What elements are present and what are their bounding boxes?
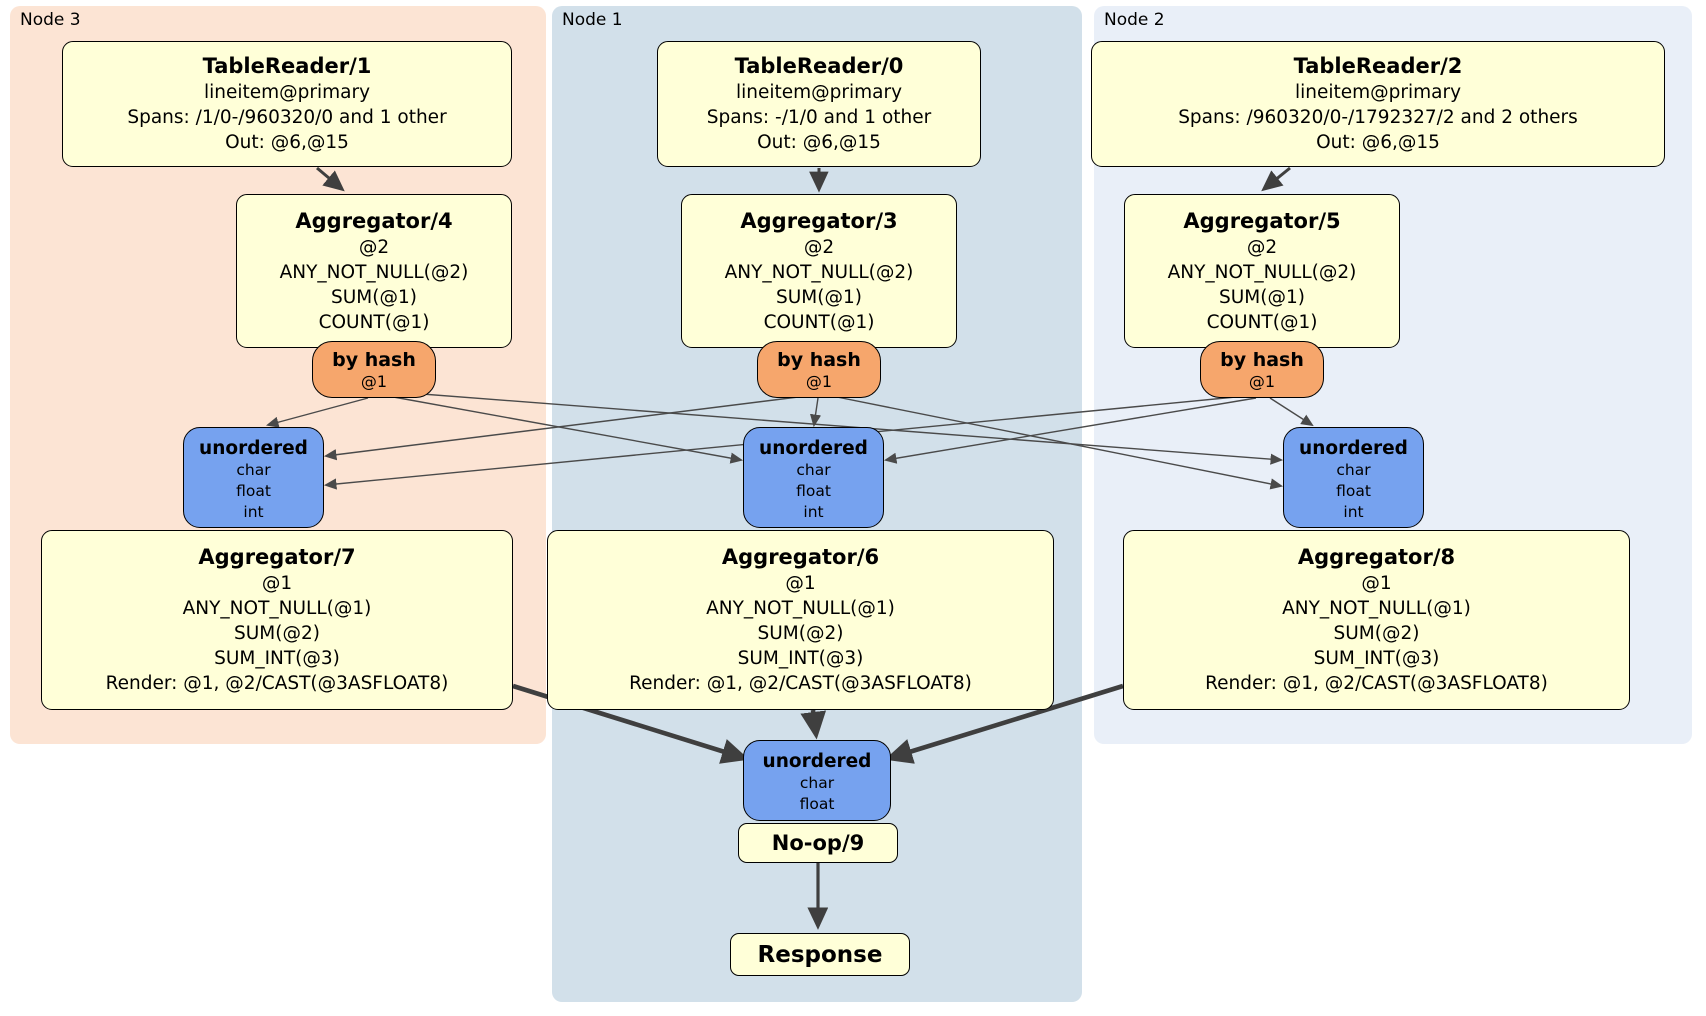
- processor-line: @2: [358, 236, 390, 258]
- processor-line: Render: @1, @2/CAST(@3ASFLOAT8): [105, 673, 449, 694]
- tablereader-1-box: TableReader/1 lineitem@primary Spans: /1…: [62, 41, 512, 167]
- sync-title: unordered: [759, 438, 868, 459]
- processor-line: COUNT(@1): [763, 311, 875, 333]
- processor-title: Aggregator/7: [198, 545, 356, 569]
- processor-line: ANY_NOT_NULL(@2): [724, 261, 914, 283]
- processor-title: TableReader/2: [1293, 54, 1463, 78]
- processor-line: Spans: -/1/0 and 1 other: [706, 107, 932, 128]
- processor-title: TableReader/0: [734, 54, 904, 78]
- processor-line: SUM(@2): [757, 623, 844, 644]
- processor-line: Out: @6,@15: [1316, 132, 1440, 153]
- processor-title: Aggregator/8: [1297, 545, 1456, 569]
- sync-title: unordered: [199, 438, 308, 459]
- processor-line: lineitem@primary: [1294, 82, 1462, 103]
- processor-line: Render: @1, @2/CAST(@3ASFLOAT8): [629, 673, 972, 694]
- processor-title: Aggregator/4: [295, 208, 453, 233]
- processor-line: lineitem@primary: [203, 82, 371, 103]
- router-key: @1: [1248, 372, 1276, 391]
- tablereader-2-box: TableReader/2 lineitem@primary Spans: /9…: [1091, 41, 1665, 167]
- processor-line: @2: [803, 236, 835, 258]
- node3-label: Node 3: [20, 10, 81, 30]
- processor-line: Out: @6,@15: [757, 132, 881, 153]
- router-title: by hash: [777, 349, 861, 371]
- processor-line: @1: [261, 573, 293, 594]
- processor-line: Render: @1, @2/CAST(@3ASFLOAT8): [1205, 673, 1548, 694]
- processor-line: @2: [1246, 236, 1278, 258]
- sync-type: int: [243, 503, 264, 521]
- processor-line: Spans: /1/0-/960320/0 and 1 other: [127, 107, 447, 128]
- processor-title: Aggregator/5: [1183, 208, 1341, 233]
- aggregator-5-box: Aggregator/5 @2 ANY_NOT_NULL(@2) SUM(@1)…: [1124, 194, 1400, 348]
- sync-type: char: [1336, 461, 1371, 479]
- processor-line: SUM(@1): [776, 286, 862, 308]
- processor-line: COUNT(@1): [318, 311, 430, 333]
- processor-line: SUM_INT(@3): [737, 648, 864, 669]
- router-title: by hash: [1220, 349, 1304, 371]
- unordered-sync-node1: unordered char float int: [743, 427, 884, 528]
- processor-line: ANY_NOT_NULL(@1): [1282, 598, 1471, 619]
- sync-type: char: [796, 461, 831, 479]
- aggregator-7-box: Aggregator/7 @1 ANY_NOT_NULL(@1) SUM(@2)…: [41, 530, 513, 710]
- aggregator-3-box: Aggregator/3 @2 ANY_NOT_NULL(@2) SUM(@1)…: [681, 194, 957, 348]
- sync-type: char: [799, 774, 835, 792]
- processor-line: SUM(@2): [1333, 623, 1420, 644]
- processor-line: SUM_INT(@3): [1313, 648, 1440, 669]
- noop-9-box: No-op/9: [738, 823, 898, 863]
- processor-line: lineitem@primary: [735, 82, 903, 103]
- processor-line: ANY_NOT_NULL(@1): [706, 598, 895, 619]
- processor-line: SUM(@2): [234, 623, 320, 644]
- processor-line: SUM(@1): [1219, 286, 1305, 308]
- aggregator-4-box: Aggregator/4 @2 ANY_NOT_NULL(@2) SUM(@1)…: [236, 194, 512, 348]
- processor-line: ANY_NOT_NULL(@2): [1167, 261, 1357, 283]
- sync-type: float: [796, 482, 831, 500]
- hash-router-node3: by hash @1: [312, 341, 436, 398]
- processor-line: SUM(@1): [331, 286, 417, 308]
- processor-line: Spans: /960320/0-/1792327/2 and 2 others: [1178, 107, 1578, 128]
- processor-line: SUM_INT(@3): [214, 648, 340, 669]
- processor-title: TableReader/1: [202, 54, 372, 78]
- sync-title: unordered: [1299, 438, 1408, 459]
- sync-title: unordered: [762, 751, 872, 772]
- unordered-sync-node3: unordered char float int: [183, 427, 324, 528]
- unordered-sync-final: unordered char float: [743, 740, 891, 821]
- processor-title: Aggregator/6: [721, 545, 880, 569]
- router-key: @1: [805, 372, 833, 391]
- hash-router-node1: by hash @1: [757, 341, 881, 398]
- aggregator-6-box: Aggregator/6 @1 ANY_NOT_NULL(@1) SUM(@2)…: [547, 530, 1054, 710]
- processor-title: Aggregator/3: [740, 208, 898, 233]
- sync-type: float: [1336, 482, 1371, 500]
- sync-type: float: [799, 795, 835, 813]
- sync-type: char: [236, 461, 271, 479]
- unordered-sync-node2: unordered char float int: [1283, 427, 1424, 528]
- tablereader-0-box: TableReader/0 lineitem@primary Spans: -/…: [657, 41, 981, 167]
- processor-line: Out: @6,@15: [225, 132, 349, 153]
- aggregator-8-box: Aggregator/8 @1 ANY_NOT_NULL(@1) SUM(@2)…: [1123, 530, 1630, 710]
- processor-line: ANY_NOT_NULL(@1): [182, 598, 372, 619]
- tablereader-to-aggregator-edges: [316, 166, 1291, 193]
- sync-type: int: [803, 503, 824, 521]
- hash-router-node2: by hash @1: [1200, 341, 1324, 398]
- router-key: @1: [360, 372, 388, 391]
- processor-title: Response: [757, 941, 883, 968]
- processor-line: ANY_NOT_NULL(@2): [279, 261, 469, 283]
- processor-title: No-op/9: [771, 831, 865, 855]
- sync-type: int: [1343, 503, 1364, 521]
- node1-label: Node 1: [562, 10, 623, 30]
- sync-type: float: [236, 482, 271, 500]
- response-box: Response: [730, 933, 910, 976]
- node2-label: Node 2: [1104, 10, 1165, 30]
- processor-line: @1: [1361, 573, 1392, 594]
- processor-line: @1: [785, 573, 816, 594]
- router-title: by hash: [332, 349, 416, 371]
- processor-line: COUNT(@1): [1206, 311, 1318, 333]
